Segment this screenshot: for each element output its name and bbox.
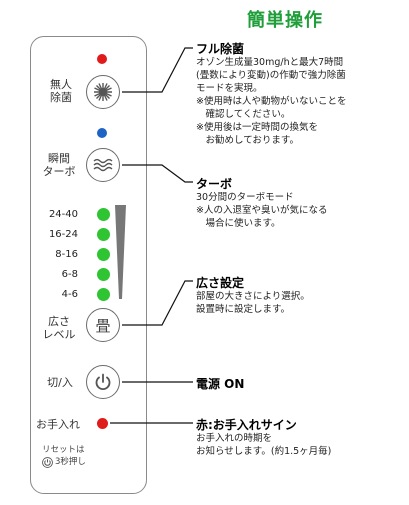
level-led [97,268,110,281]
turbo-button[interactable] [86,148,120,182]
annotation-text-area: 部屋の大きさにより選択。 設置時に設定します。 [196,291,310,315]
led-label-8-16: 8-16 [55,249,78,260]
area-level-button[interactable]: 畳 [86,308,120,342]
area-level-label: 広さレベル [42,315,76,341]
turbo-indicator-blue [97,128,107,138]
annotation-heading-sterilize: フル除菌 [196,42,245,56]
level-led [97,248,110,261]
annotation-heading-power: 電源 ON [196,377,245,391]
turbo-label: 瞬間ターボ [42,152,76,178]
annotation-text-turbo: 30分間のターボモード ※人の入退室や臭いが気になる 場合に使います。 [196,192,328,229]
control-panel [30,36,147,494]
annotation-text-maintenance: お手入れの時期を お知らせします。(約1.5ヶ月毎) [196,433,332,457]
annotation-heading-maintenance: 赤:お手入れサイン [196,418,297,432]
level-wedge [115,205,126,299]
level-led [97,208,110,221]
sterilize-button[interactable] [86,75,120,109]
power-icon [42,456,53,468]
wave-icon [93,158,113,172]
maintenance-indicator-red [97,418,108,429]
led-label-4-6: 4-6 [61,289,78,300]
power-label: 切/入 [47,376,73,389]
annotation-heading-area: 広さ設定 [196,276,245,290]
led-label-6-8: 6-8 [61,269,78,280]
sterilize-label: 無人除菌 [50,78,72,104]
sun-burst-icon [94,83,112,101]
power-button[interactable] [86,365,120,399]
reset-note: リセットは 3秒押し [42,445,86,468]
annotation-text-sterilize: オゾン生成量30mg/hと最大7時間 (畳数により変動)の作動で強力除菌 モード… [196,57,347,146]
level-led [97,288,110,301]
maintenance-label: お手入れ [36,418,80,431]
tatami-icon: 畳 [95,316,111,335]
level-led [97,228,110,241]
sterilize-indicator-red [97,54,107,64]
page-title: 簡単操作 [247,10,323,31]
power-icon [95,373,111,391]
led-label-24-40: 24-40 [48,209,78,220]
annotation-heading-turbo: ターボ [196,177,233,191]
led-label-16-24: 16-24 [48,229,78,240]
